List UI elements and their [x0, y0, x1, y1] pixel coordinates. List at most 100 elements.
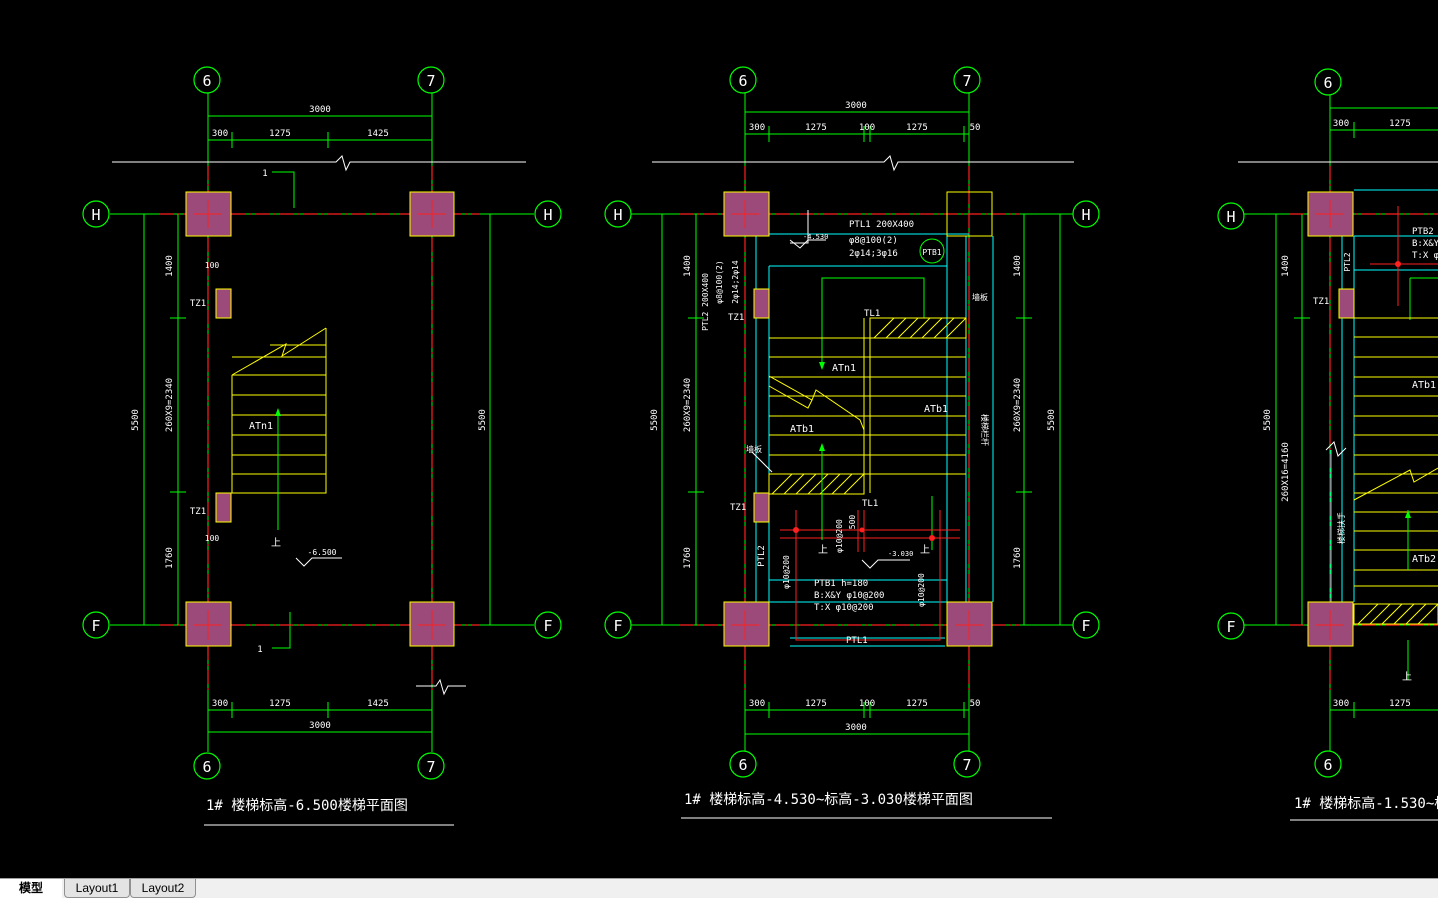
plan2-ptl2-vert: PTL2 200X400: [701, 273, 710, 331]
plan3-flight-b2: ATb2: [1412, 554, 1436, 565]
plan2-dim-left-a: 1400: [683, 255, 693, 277]
plan3-ptb2: PTB2: [1412, 227, 1434, 237]
plan2-ptl2-v2: 2φ14;2φ14: [731, 260, 740, 304]
plan3-ptb2-t: T:X φ1: [1412, 251, 1438, 261]
tab-layout2[interactable]: Layout2: [130, 879, 196, 898]
plan2-dim-bot-c: 100: [859, 699, 875, 709]
plan2-dim-bot-a: 300: [749, 699, 765, 709]
plan2-side-label: 楼梯栏杆: [980, 414, 990, 446]
plan1-dim-right-total: 5500: [478, 409, 488, 431]
plan1-axis-h-label: H: [91, 206, 100, 224]
plan2-dim-top-c: 100: [859, 123, 875, 133]
plan3-stair-flights: [1353, 317, 1438, 625]
plan2-ptb1: PTB1 h=180: [814, 579, 868, 589]
plan2-column-marks: [731, 200, 983, 640]
plan2-rebar-dots: [793, 527, 935, 541]
plan2-dim-total-top: 3000: [845, 101, 867, 111]
plan3-axis-6b-label: 6: [1323, 756, 1332, 774]
plan3-hatch: [1357, 603, 1438, 625]
plan2-ptl1-bottom: PTL1: [846, 636, 868, 646]
plan1-axis-f-right: [534, 611, 562, 639]
plan1-d100-top: 100: [205, 261, 220, 270]
plan2-hatch: [771, 317, 967, 495]
tab-model[interactable]: 模型: [0, 879, 62, 898]
plan2-flight-b2: ATb1: [790, 424, 814, 435]
plan3-axis-f-label: F: [1226, 618, 1235, 636]
plan1-axis-7b-label: 7: [426, 758, 435, 776]
plan2-arrow-down: [819, 362, 825, 370]
plan3-axis-bubbles: [1217, 68, 1342, 778]
plan2-ptb1-circle: PTB1: [922, 248, 941, 257]
tab-model-label: 模型: [18, 881, 43, 895]
plan2-up-label: 上: [818, 544, 828, 556]
tab-layout2-label: Layout2: [141, 881, 185, 895]
plan1-axis-7-label: 7: [426, 72, 435, 90]
plan1-break-line-bottom: [416, 678, 466, 696]
plan2-leader-hatch: [751, 451, 773, 473]
plan2-dim-total-bottom: 3000: [845, 723, 867, 733]
plan3-dim-left-b: 260X16=4160: [1281, 442, 1291, 502]
plan1-elevation: -6.500: [308, 548, 337, 557]
plan2-elev-top: -4.530: [803, 233, 828, 241]
plan3-tz: TZ1: [1313, 297, 1329, 307]
plan1-up-label: 上: [271, 537, 281, 549]
plan3-axis-h-label: H: [1226, 208, 1235, 226]
plan3-rebar-dot: [1395, 261, 1401, 267]
plan1-axis-6-top: [193, 66, 221, 94]
plan1-arrow: [275, 408, 281, 416]
plan2-axis-h2-label: H: [1081, 206, 1090, 224]
plan1-dim-left-b: 260X9=2340: [165, 378, 175, 432]
plan2-arrow-up: [819, 443, 825, 451]
plan2-ptl1-r2: 2φ14;3φ16: [849, 249, 898, 259]
tab-layout1[interactable]: Layout1: [64, 879, 130, 898]
plan2-ptb1-t: T:X φ10@200: [814, 603, 874, 613]
plan2-r4: φ10@200: [917, 573, 926, 607]
plan3-up-label: 上: [1402, 671, 1412, 683]
plan3-break-mark: [1325, 441, 1347, 457]
plan2-elev-marker-top: [789, 239, 826, 249]
plan2-axis-7-label: 7: [962, 72, 971, 90]
plan2-ptl2-low: PTL2: [757, 545, 767, 567]
plan1-dim-left-a: 1400: [165, 255, 175, 277]
stair-plan-1: 6 7 6 7 H H F F 3000 300 1275 1425 300 1…: [82, 66, 562, 826]
plan1-break-line: [112, 155, 526, 172]
plan2-axis-f-label: F: [613, 617, 622, 635]
plan1-dim-bot-b: 1275: [269, 699, 291, 709]
plan2-dim-left-b: 260X9=2340: [683, 378, 693, 432]
plan2-columns: [723, 191, 993, 647]
plan1-flight-label: ATn1: [249, 421, 273, 432]
plan1-dim-bot-a: 300: [212, 699, 228, 709]
plan1-dim-top-b: 1275: [269, 129, 291, 139]
plan2-dim-right-c: 1760: [1013, 547, 1023, 569]
plan1-title: 1# 楼梯标高-6.500楼梯平面图: [206, 797, 408, 814]
plan3-ptb2-b: B:X&Y: [1412, 239, 1438, 249]
plan2-dim-left-total: 5500: [650, 409, 660, 431]
plan3-dim-top-a: 300: [1333, 119, 1349, 129]
plan2-ptb1-bubble: [919, 238, 945, 264]
plan2-tl-top: TL1: [864, 309, 880, 319]
plan1-dim-bot-c: 1425: [367, 699, 389, 709]
plan2-tl-bottom: TL1: [862, 499, 878, 509]
plan1-axis-6-bottom: [193, 752, 221, 780]
plan2-axis-6-label: 6: [738, 72, 747, 90]
plan2-r2: 500: [848, 515, 857, 530]
plan3-axis-6-label: 6: [1323, 74, 1332, 92]
plan1-stair-flight: [231, 327, 327, 494]
plan2-elev-bottom: -3.030: [888, 550, 913, 558]
plan2-r1: φ10@200: [835, 519, 844, 553]
plan2-dim-left-c: 1760: [683, 547, 693, 569]
plan1-d100-bottom: 100: [205, 534, 220, 543]
cad-model-space[interactable]: 6 7 6 7 H H F F 3000 300 1275 1425 300 1…: [0, 0, 1438, 878]
plan1-axis-f2-label: F: [543, 617, 552, 635]
stair-plan-2: 6 7 6 7 H H F F 3000 300 1275 100 1275 5…: [604, 66, 1100, 819]
plan2-dim-bot-d: 1275: [906, 699, 928, 709]
plan2-axis-f2-label: F: [1081, 617, 1090, 635]
plan1-tz-top: TZ1: [190, 299, 206, 309]
plan1-axis-h2-label: H: [543, 206, 552, 224]
plan1-dim-left-total: 5500: [131, 409, 141, 431]
plan2-dim-top-e: 50: [970, 123, 981, 133]
plan1-column-marks: [194, 200, 446, 640]
plan1-axis-6-label: 6: [202, 72, 211, 90]
plan2-flight-a: ATn1: [832, 363, 856, 374]
plan2-axis-6b-label: 6: [738, 756, 747, 774]
